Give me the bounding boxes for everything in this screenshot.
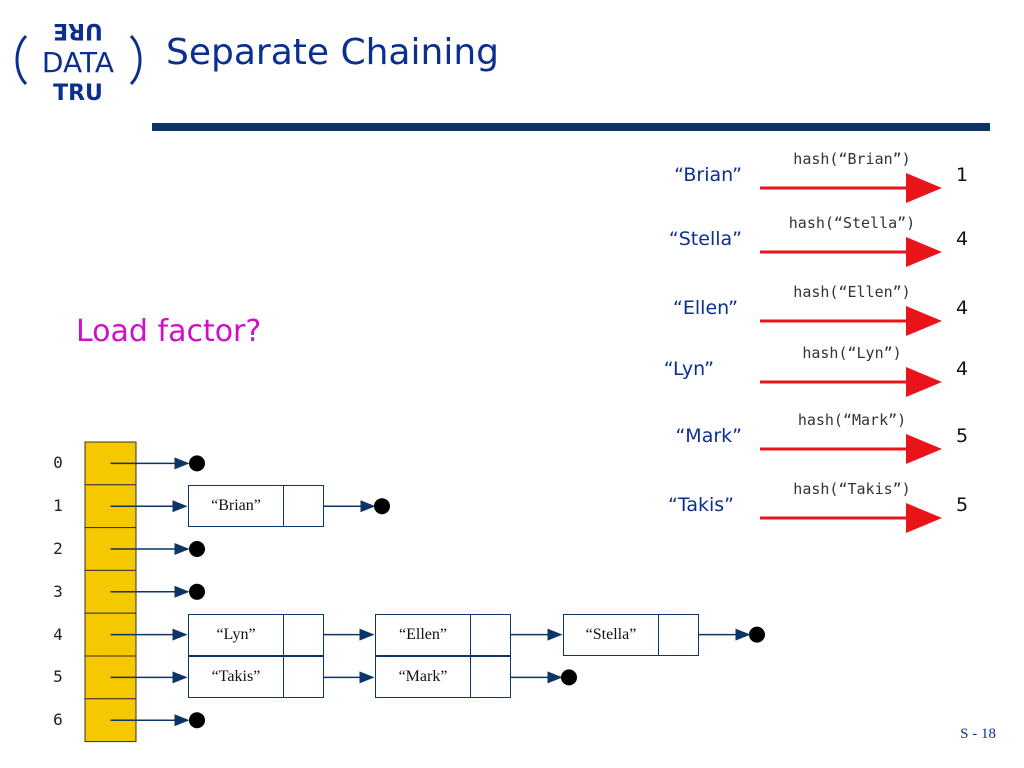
logo-bottom-text: TRU bbox=[53, 81, 103, 106]
hash-key: “Ellen” bbox=[673, 297, 738, 319]
null-terminator-icon bbox=[561, 669, 577, 686]
null-terminator-icon bbox=[189, 455, 205, 472]
chain-node-value: “Takis” bbox=[189, 657, 284, 698]
hash-key: “Takis” bbox=[668, 494, 734, 516]
hash-value: 4 bbox=[956, 358, 969, 380]
null-terminator-icon bbox=[749, 626, 765, 643]
hash-call-label: hash(“Mark”) bbox=[797, 411, 907, 429]
chain-node-value: “Stella” bbox=[564, 614, 659, 655]
chain-node-pointer bbox=[284, 615, 323, 655]
logo-ring-icon bbox=[15, 34, 142, 86]
hash-call-label: hash(“Lyn”) bbox=[802, 344, 902, 362]
bucket-index: 1 bbox=[53, 496, 63, 516]
bucket-index: 0 bbox=[53, 453, 63, 473]
chain-node: “Ellen” bbox=[375, 613, 511, 656]
chain-node: “Lyn” bbox=[188, 613, 324, 656]
chain-node: “Mark” bbox=[375, 656, 511, 699]
hash-value: 5 bbox=[956, 425, 969, 447]
page-number: S - 18 bbox=[960, 726, 996, 742]
chain-node: “Brian” bbox=[188, 485, 324, 528]
chain-node-value: “Ellen” bbox=[376, 614, 471, 655]
null-terminator-icon bbox=[189, 541, 205, 557]
load-factor-question: Load factor? bbox=[76, 314, 262, 349]
hash-key: “Stella” bbox=[668, 228, 742, 250]
chain-node-value: “Mark” bbox=[376, 657, 471, 698]
hash-call-label: hash(“Brian”) bbox=[793, 150, 911, 168]
chain-node-pointer bbox=[284, 657, 323, 697]
null-terminator-icon bbox=[189, 712, 205, 729]
hash-key: “Mark” bbox=[675, 425, 742, 447]
bucket-index: 5 bbox=[53, 667, 63, 687]
chain-node-value: “Brian” bbox=[189, 486, 284, 527]
data-structures-logo: URE DATA TRU bbox=[15, 18, 142, 106]
chain-node-value: “Lyn” bbox=[189, 614, 284, 655]
hash-call-label: hash(“Takis”) bbox=[793, 480, 911, 498]
bucket-index: 3 bbox=[53, 581, 63, 601]
chain-node-pointer bbox=[471, 615, 510, 655]
null-terminator-icon bbox=[374, 498, 390, 515]
chain-node-pointer bbox=[284, 486, 323, 526]
hash-value: 4 bbox=[956, 297, 969, 319]
hash-value: 1 bbox=[956, 164, 969, 186]
chain-node-pointer bbox=[659, 615, 698, 655]
title-underline bbox=[152, 123, 990, 131]
slide-title: Separate Chaining bbox=[166, 32, 499, 73]
hash-call-label: hash(“Stella”) bbox=[788, 214, 916, 232]
chain-node: “Takis” bbox=[188, 656, 324, 699]
null-terminator-icon bbox=[189, 583, 205, 600]
logo-top-text: URE bbox=[53, 18, 103, 43]
bucket-index: 2 bbox=[53, 539, 63, 558]
chain-node: “Stella” bbox=[563, 613, 699, 656]
hash-value: 4 bbox=[956, 228, 969, 250]
bucket-index: 6 bbox=[53, 710, 63, 730]
logo-middle-text: DATA bbox=[42, 46, 114, 79]
hash-key: “Brian” bbox=[674, 164, 742, 186]
hash-value: 5 bbox=[956, 494, 969, 516]
chain-node-pointer bbox=[471, 657, 510, 697]
hash-key: “Lyn” bbox=[663, 358, 714, 380]
bucket-index: 4 bbox=[53, 624, 63, 644]
hash-call-label: hash(“Ellen”) bbox=[793, 283, 911, 301]
